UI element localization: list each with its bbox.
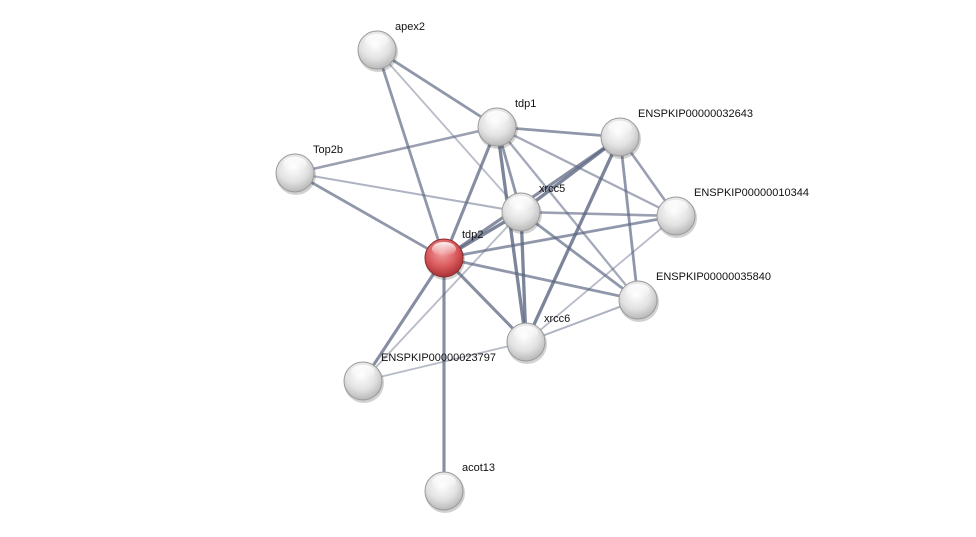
node-label: apex2 [395,21,425,33]
edge-apex2-tdp1[interactable] [376,48,498,129]
node-tdp1[interactable] [477,107,518,149]
node-label: xrcc5 [539,183,566,195]
node-tdp2[interactable] [424,238,465,280]
node-Top2b[interactable] [275,153,316,195]
node-label: tdp1 [515,98,537,110]
edge-ENSPKIP00000010344-xrcc6[interactable] [525,215,677,343]
edge-apex2-xrcc5[interactable] [376,49,522,213]
edge-xrcc5-ENSPKIP00000010344[interactable] [520,210,677,218]
node-label: ENSPKIP00000032643 [638,108,753,120]
edge-ENSPKIP00000032643-xrcc6[interactable] [524,136,622,343]
edge-ENSPKIP00000032643-ENSPKIP00000035840[interactable] [618,136,640,301]
node-apex2[interactable] [357,30,398,72]
edge-tdp2-ENSPKIP00000023797[interactable] [361,257,446,382]
edge-tdp1-tdp2[interactable] [442,126,499,259]
edge-ENSPKIP00000023797-xrcc6[interactable] [362,341,527,382]
edge-tdp2-xrcc6[interactable] [442,256,528,344]
node-label: ENSPKIP00000035840 [656,271,771,283]
node-xrcc6[interactable] [506,322,547,364]
node-label: acot13 [462,462,496,474]
edge-tdp2-ENSPKIP00000010344[interactable] [443,214,677,260]
edge-ENSPKIP00000035840-xrcc6[interactable] [525,299,639,343]
node-label: ENSPKIP00000023797 [381,352,496,364]
node-acot13[interactable] [424,471,465,513]
edge-Top2b-xrcc5[interactable] [294,172,522,213]
node-label: tdp2 [462,229,484,241]
edge-tdp1-ENSPKIP00000032643[interactable] [496,125,621,139]
node-ENSPKIP00000035840[interactable] [618,280,659,322]
edge-xrcc5-ENSPKIP00000035840[interactable] [520,210,639,302]
edge-xrcc5-ENSPKIP00000023797[interactable] [362,211,522,382]
edge-tdp2-ENSPKIP00000035840[interactable] [443,256,639,302]
edge-apex2-tdp2[interactable] [375,49,446,259]
edge-tdp1-ENSPKIP00000010344[interactable] [496,125,677,218]
edge-xrcc5-xrcc6[interactable] [519,211,528,343]
node-ENSPKIP00000032643[interactable] [600,117,641,159]
edge-Top2b-tdp1[interactable] [294,125,498,175]
edge-tdp1-xrcc6[interactable] [495,126,528,343]
node-label: Top2b [313,144,343,156]
edge-xrcc5-ENSPKIP00000032643[interactable] [520,135,621,214]
edge-Top2b-tdp2[interactable] [294,171,445,260]
node-ENSPKIP00000010344[interactable] [656,196,697,238]
node-ENSPKIP00000023797[interactable] [343,361,384,403]
node-xrcc5[interactable] [501,192,542,234]
node-label: xrcc6 [544,313,571,325]
node-label: ENSPKIP00000010344 [694,187,809,199]
